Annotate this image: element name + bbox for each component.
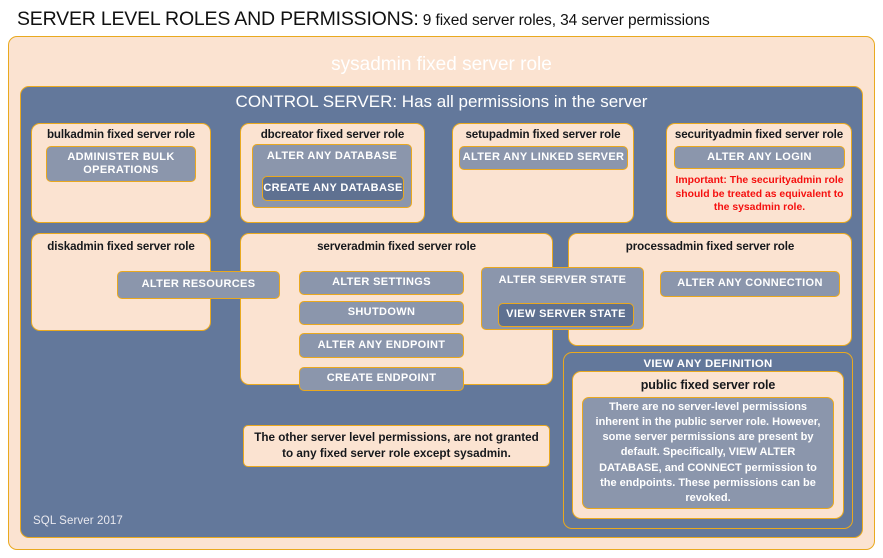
permission-administer-bulk-operations[interactable]: ADMINISTER BULK OPERATIONS <box>46 146 196 182</box>
role-label-diskadmin: diskadmin fixed server role <box>47 240 195 253</box>
permission-create-endpoint[interactable]: CREATE ENDPOINT <box>299 367 464 391</box>
permission-alter-server-state-label: ALTER SERVER STATE <box>498 274 627 286</box>
page-title-main: SERVER LEVEL ROLES AND PERMISSIONS: <box>17 8 419 30</box>
permission-alter-any-login[interactable]: ALTER ANY LOGIN <box>674 146 845 169</box>
page-title: SERVER LEVEL ROLES AND PERMISSIONS: 9 fi… <box>17 8 867 34</box>
control-server-label: CONTROL SERVER: Has all permissions in t… <box>235 92 648 111</box>
role-label-processadmin: processadmin fixed server role <box>625 240 795 253</box>
role-label-securityadmin: securityadmin fixed server role <box>674 128 844 141</box>
role-box-securityadmin <box>666 123 852 223</box>
note-other-permissions: The other server level permissions, are … <box>243 425 550 467</box>
permission-create-any-database[interactable]: CREATE ANY DATABASE <box>262 176 404 201</box>
role-label-public: public fixed server role <box>640 378 776 392</box>
permission-alter-any-database-label: ALTER ANY DATABASE <box>266 150 398 162</box>
securityadmin-warning-text: Important: The securityadmin role should… <box>675 175 844 214</box>
permission-alter-any-connection[interactable]: ALTER ANY CONNECTION <box>660 271 840 297</box>
public-role-description: There are no server-level permissions in… <box>582 397 834 509</box>
role-label-setupadmin: setupadmin fixed server role <box>465 128 621 141</box>
sysadmin-role-label: sysadmin fixed server role <box>331 54 552 75</box>
role-box-setupadmin <box>452 123 634 223</box>
role-label-dbcreator: dbcreator fixed server role <box>260 128 405 141</box>
role-label-bulkadmin: bulkadmin fixed server role <box>46 128 196 141</box>
page-title-subtitle: 9 fixed server roles, 34 server permissi… <box>418 12 710 29</box>
permission-alter-settings[interactable]: ALTER SETTINGS <box>299 271 464 295</box>
view-any-definition-label: VIEW ANY DEFINITION <box>643 358 773 370</box>
role-label-serveradmin: serveradmin fixed server role <box>317 240 476 253</box>
permission-alter-any-endpoint[interactable]: ALTER ANY ENDPOINT <box>299 333 464 358</box>
footer-product-label: SQL Server 2017 <box>33 515 123 527</box>
permission-alter-resources[interactable]: ALTER RESOURCES <box>117 271 280 299</box>
permission-shutdown[interactable]: SHUTDOWN <box>299 301 464 325</box>
permission-view-server-state[interactable]: VIEW SERVER STATE <box>498 303 634 327</box>
permission-alter-any-linked-server[interactable]: ALTER ANY LINKED SERVER <box>459 146 628 170</box>
